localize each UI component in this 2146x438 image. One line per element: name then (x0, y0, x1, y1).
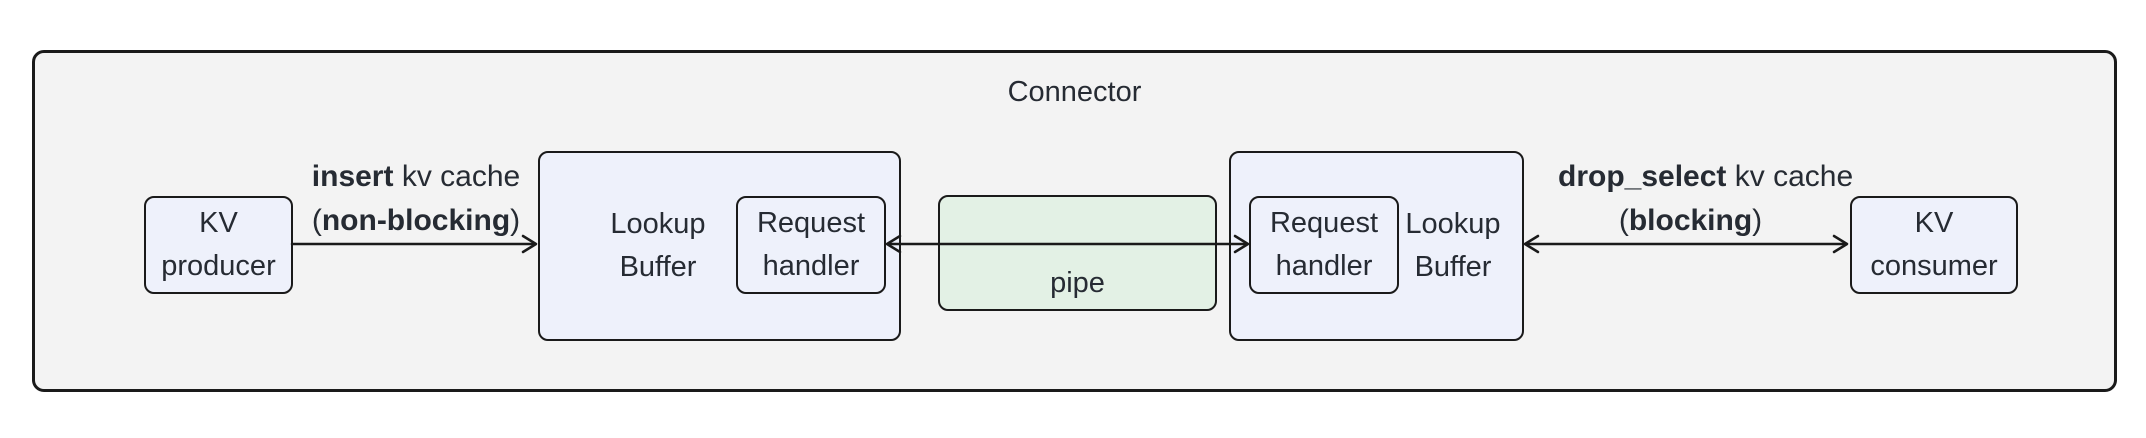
edge-label-drop-select: drop_select kv cache (blocking) (1558, 155, 1853, 243)
paren: ) (510, 204, 521, 237)
node-kv-consumer: KV consumer (1850, 196, 2018, 294)
paren: ( (1618, 204, 1629, 237)
node-request-handler-left: Request handler (736, 196, 886, 294)
node-label-line: handler (762, 250, 860, 282)
node-lookup-buffer-right: Request handler Lookup Buffer (1229, 151, 1524, 341)
node-label-line: Request (756, 207, 865, 239)
edge-label-line1: insert kv cache (286, 155, 546, 199)
node-label-line: consumer (1870, 250, 1998, 282)
node-label-line: KV (199, 207, 238, 239)
edge-mode: non-blocking (321, 204, 511, 237)
edge-label-line2: (non-blocking) (286, 199, 546, 243)
paren: ) (1752, 204, 1763, 237)
node-label-line: KV (1914, 207, 1954, 239)
connector-title: Connector (1007, 76, 1142, 108)
lookup-buffer-left-label: Lookup Buffer (570, 153, 746, 339)
edge-mode: blocking (1628, 204, 1753, 237)
node-lookup-buffer-left: Lookup Buffer Request handler (538, 151, 901, 341)
lookup-buffer-right-label: Lookup Buffer (1388, 153, 1518, 339)
node-label-line: producer (161, 250, 276, 282)
node-request-handler-right: Request handler (1249, 196, 1399, 294)
node-label-line: Lookup (610, 208, 706, 240)
node-label-line: Buffer (619, 251, 697, 283)
edge-label-line1: drop_select kv cache (1558, 155, 1853, 199)
edge-rest: kv cache (1726, 160, 1854, 193)
node-label-line: Buffer (1414, 251, 1492, 283)
node-label-line: handler (1275, 250, 1373, 282)
edge-label-line2: (blocking) (1558, 199, 1823, 243)
node-kv-producer: KV producer (144, 196, 293, 294)
node-pipe: pipe (938, 195, 1217, 311)
edge-label-insert: insert kv cache (non-blocking) (286, 155, 546, 243)
paren: ( (311, 204, 322, 237)
edge-op: drop_select (1558, 160, 1727, 193)
edge-rest: kv cache (393, 160, 521, 193)
node-label-line: Lookup (1405, 208, 1501, 240)
node-label-line: Request (1269, 207, 1378, 239)
edge-op: insert (311, 160, 394, 193)
pipe-label: pipe (1050, 267, 1105, 299)
